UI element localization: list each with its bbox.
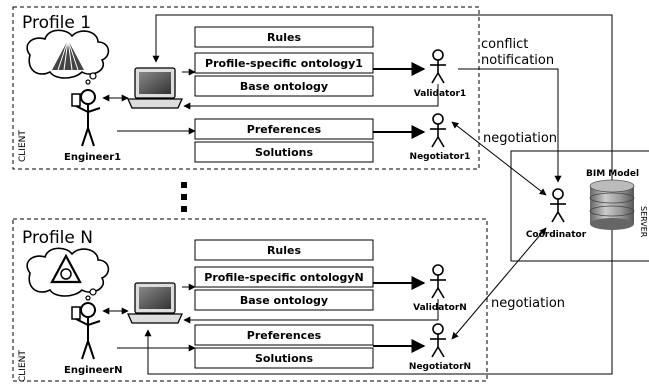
rules-box-top [194, 26, 374, 48]
base-ontology-box-bottom [194, 289, 374, 311]
profile-bottom-group: Profile N CLIENT EngineerN [12, 218, 488, 382]
thought-cloud-bottom [26, 247, 110, 301]
profile-top-group: Profile 1 CLIENT Engineer1 [12, 6, 480, 170]
profile-bottom-title: Profile N [22, 228, 93, 248]
database-icon [589, 179, 635, 230]
negotiation-top-arrow [451, 121, 547, 196]
validator-laptop-feedback-top [183, 84, 439, 110]
negotiator-bottom-icon [430, 323, 446, 358]
bim-to-laptop-top-arrow [152, 14, 613, 180]
rules-box-bottom [194, 239, 374, 261]
validator-laptop-feedback-bottom [183, 299, 439, 324]
laptop-top-icon [126, 67, 184, 109]
profile-top-border [12, 6, 480, 170]
thought-cloud-top [26, 29, 110, 85]
validator-top-icon [430, 49, 446, 84]
conflict-label-line2: notification [481, 53, 554, 68]
profiles-ellipsis [181, 182, 187, 212]
base-ontology-box-top [194, 75, 374, 97]
conflict-label-line1: conflict [481, 37, 528, 52]
ontology-label-top: Profile-specific ontology1 [205, 57, 363, 70]
ontology-box-top [194, 52, 374, 74]
laptop-bottom-icon [126, 282, 184, 324]
negotiation-bottom-label: negotiation [491, 296, 565, 311]
recycle-sign-icon [50, 253, 82, 284]
ontology-box-bottom [194, 266, 374, 288]
profile-top-title: Profile 1 [22, 13, 91, 33]
ontology-label-bottom: Profile-specific ontologyN [204, 271, 363, 284]
profile-top-client-label: CLIENT [18, 130, 28, 162]
validator-bottom-icon [430, 264, 446, 299]
validator-bottom-label: ValidatorN [413, 303, 467, 313]
negotiator-top-icon [430, 113, 446, 148]
preferences-label-top: Preferences [247, 123, 322, 136]
coordinator-icon [550, 188, 566, 223]
negotiator-bottom-label: NegotiatorN [409, 362, 471, 372]
base-ontology-label-top: Base ontology [240, 80, 328, 93]
conflict-notification-arrow [458, 68, 562, 183]
solutions-box-bottom [194, 347, 374, 369]
base-ontology-label-bottom: Base ontology [240, 294, 328, 307]
solutions-box-top [194, 141, 374, 163]
preferences-label-bottom: Preferences [247, 329, 322, 342]
negotiation-bottom-arrow [451, 227, 547, 340]
rules-label-bottom: Rules [267, 244, 302, 257]
engineer-top-icon [71, 89, 101, 147]
preferences-box-bottom [194, 324, 374, 346]
solutions-label-top: Solutions [255, 146, 313, 159]
negotiation-top-label: negotiation [483, 131, 557, 146]
bim-to-laptop-bottom-arrow [144, 230, 613, 375]
road-perspective-icon [52, 39, 84, 71]
profile-bottom-client-label: CLIENT [18, 350, 28, 382]
validator-top-label: Validator1 [414, 89, 466, 99]
solutions-label-bottom: Solutions [255, 352, 313, 365]
engineer-bottom-icon [71, 302, 101, 360]
server-side-label: SERVER [639, 206, 648, 238]
rules-label-top: Rules [267, 31, 302, 44]
negotiator-top-label: Negotiator1 [410, 152, 471, 162]
coordinator-label: Coordinator [526, 230, 587, 240]
engineer-top-label: Engineer1 [64, 152, 121, 163]
bim-model-label: BIM Model [586, 169, 639, 179]
engineer-bottom-label: EngineerN [64, 365, 123, 376]
